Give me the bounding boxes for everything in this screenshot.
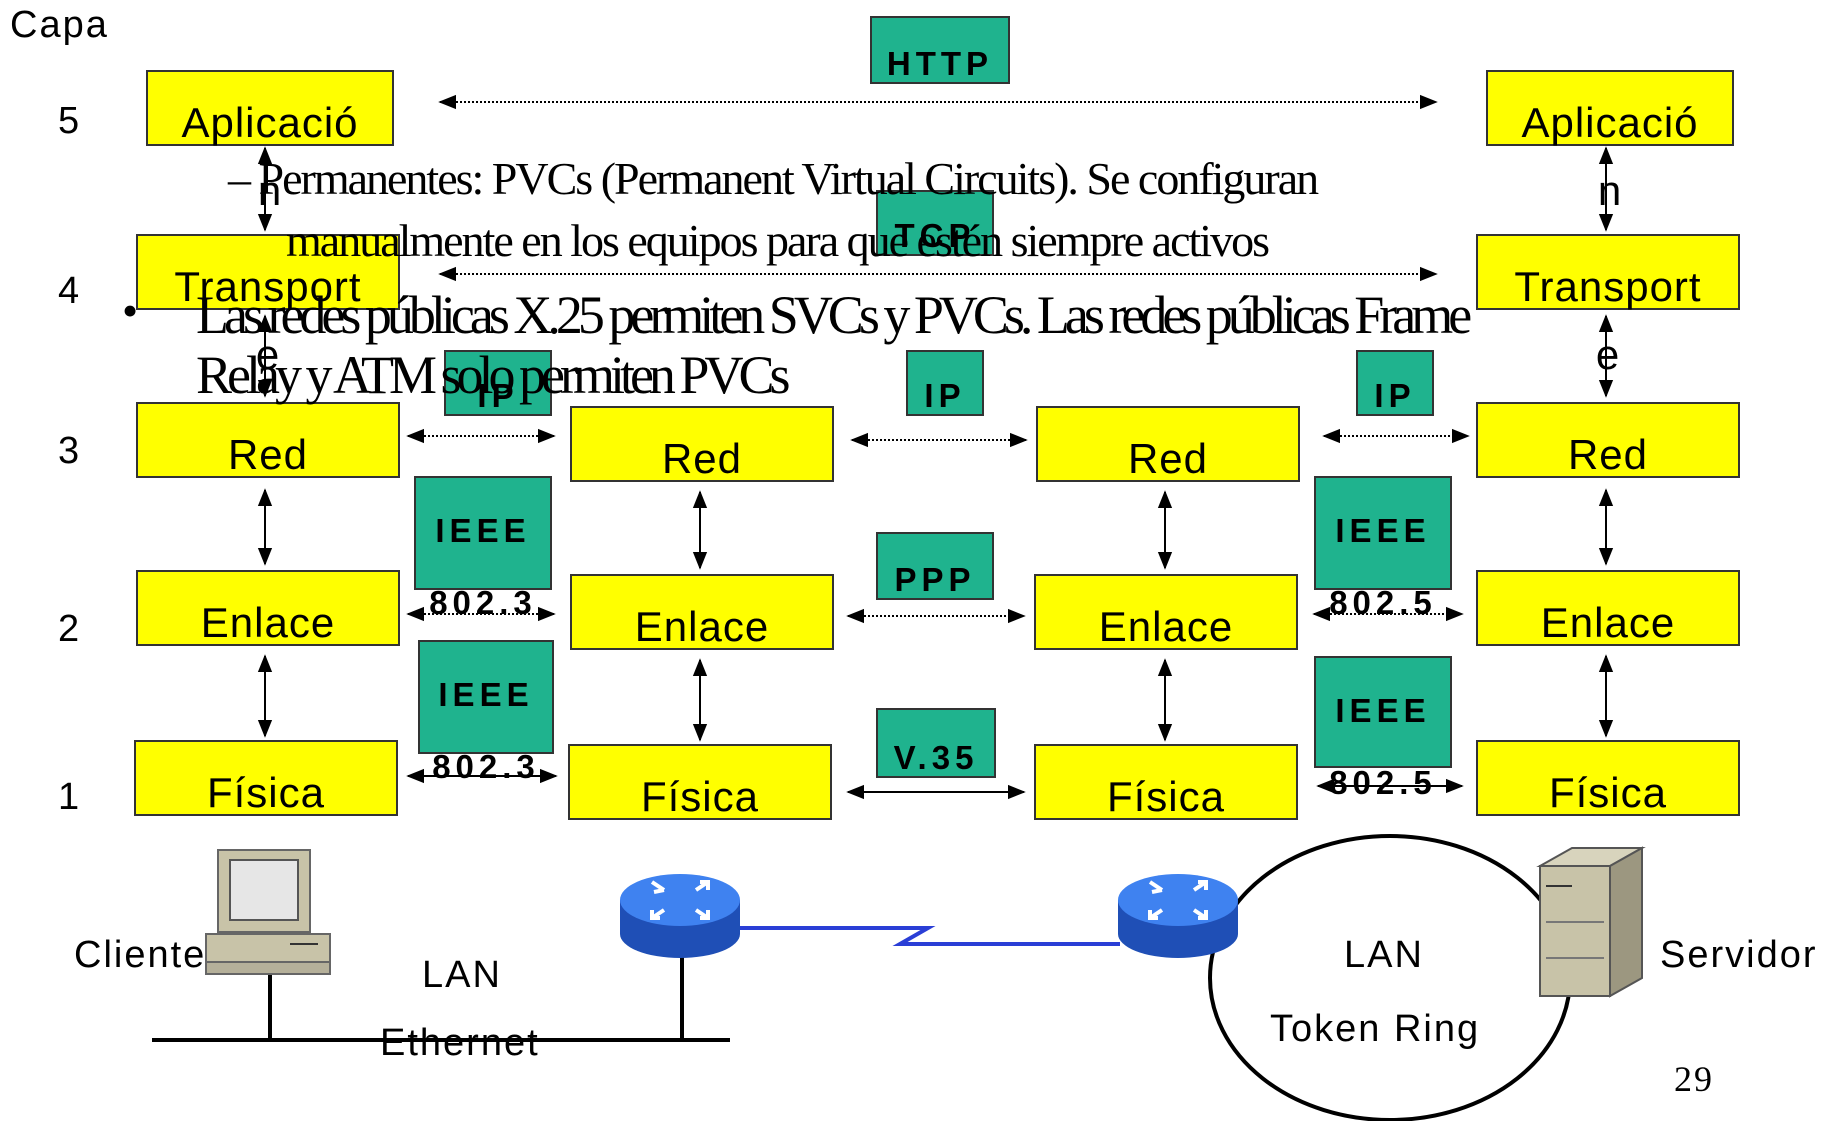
layer-box-aplicacion: Aplicació n xyxy=(146,70,394,212)
server-label: Servidor xyxy=(1660,934,1818,976)
layer-number: 4 xyxy=(58,270,80,312)
layer-box-aplicacion: Aplicació n xyxy=(1486,70,1734,212)
router-icon xyxy=(1118,874,1238,958)
protocol-http: HTTP xyxy=(870,16,1010,84)
server-icon xyxy=(1536,846,1646,998)
protocol-ieee-8025: IEEE 802.5 xyxy=(1314,656,1452,799)
layer-box-red: Red xyxy=(136,402,400,478)
wan-link xyxy=(738,926,1120,946)
axis-label: Capa xyxy=(10,4,109,46)
protocol-ieee-8025: IEEE 802.5 xyxy=(1314,476,1452,619)
page-number: 29 xyxy=(1674,1059,1714,1099)
layer-number: 5 xyxy=(58,100,80,142)
protocol-ip: IP xyxy=(1356,350,1434,416)
lan-token-ring-label: LAN xyxy=(1344,934,1424,976)
layer-box-enlace: Enlace xyxy=(136,570,400,646)
layer-box-transporte: Transport e xyxy=(136,234,400,376)
lan-token-ring-label: Token Ring xyxy=(1270,1008,1481,1050)
overlay-bullet-symbol: • xyxy=(122,285,138,336)
layer-box-fisica: Física xyxy=(568,744,832,820)
layer-number: 1 xyxy=(58,776,80,818)
protocol-tcp: TCP xyxy=(876,190,994,256)
layer-box-red: Red xyxy=(1476,402,1740,478)
overlay-bullet-line-1: Las redes públicas X.25 permiten SVCs y … xyxy=(196,285,1472,345)
overlay-dash-line-2: manualmente en los equipos para que esté… xyxy=(286,215,1270,266)
protocol-ip: IP xyxy=(444,350,552,416)
token-ring xyxy=(1208,834,1572,1121)
client-computer-icon xyxy=(205,849,331,975)
protocol-v35: V.35 xyxy=(876,708,996,778)
layer-box-red: Red xyxy=(1036,406,1300,482)
lan-ethernet-label: LAN xyxy=(422,954,502,996)
protocol-ieee-8023: IEEE 802.3 xyxy=(418,640,554,783)
layer-number: 3 xyxy=(58,430,80,472)
layer-box-enlace: Enlace xyxy=(570,574,834,650)
layer-box-transporte: Transport e xyxy=(1476,234,1740,376)
client-label: Cliente xyxy=(74,934,207,976)
layer-box-enlace: Enlace xyxy=(1476,570,1740,646)
overlay-bullet-line-2: Relay y ATM solo permiten PVCs xyxy=(196,345,790,405)
lan-ethernet-label: Ethernet xyxy=(380,1022,540,1064)
protocol-ip: IP xyxy=(906,350,984,416)
layer-number: 2 xyxy=(58,608,80,650)
router-icon xyxy=(620,874,740,958)
protocol-ppp: PPP xyxy=(876,532,994,600)
layer-box-enlace: Enlace xyxy=(1034,574,1298,650)
overlay-dash-line-1: – Permanentes: PVCs (Permanent Virtual C… xyxy=(228,153,1319,204)
layer-box-red: Red xyxy=(570,406,834,482)
layer-box-fisica: Física xyxy=(134,740,398,816)
layer-box-fisica: Física xyxy=(1034,744,1298,820)
layer-box-fisica: Física xyxy=(1476,740,1740,816)
protocol-ieee-8023: IEEE 802.3 xyxy=(414,476,552,619)
